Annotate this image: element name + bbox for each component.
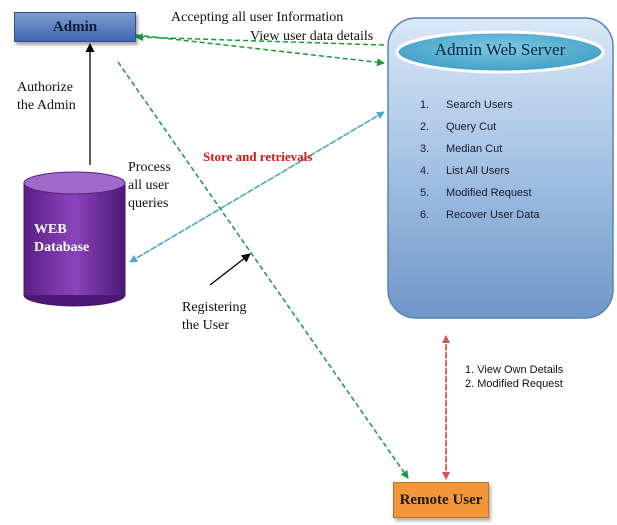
server-function-item: 6.Recover User Data [420, 209, 540, 221]
admin-node: Admin [14, 12, 136, 42]
edge-label-registering-line2: the User [182, 318, 230, 333]
server-function-item: 4.List All Users [420, 165, 510, 177]
edge-admin-to-remote [117, 61, 409, 479]
server-title: Admin Web Server [434, 40, 566, 59]
remote-user-node: Remote User [393, 482, 489, 518]
server-function-list: 1.Search Users 2.Query Cut 3.Median Cut … [420, 98, 540, 230]
database-label-line2: Database [34, 240, 90, 255]
edge-label-process-line1: Process [128, 160, 171, 175]
admin-label: Admin [52, 18, 98, 35]
remote-user-label: Remote User [399, 491, 483, 508]
database-cylinder [23, 171, 126, 307]
server-function-item: 5.Modified Request [420, 187, 532, 199]
edge-store-retrieval-back [129, 111, 385, 263]
edge-label-accepting: Accepting all user Information [171, 10, 344, 25]
server-body [387, 17, 614, 319]
remote-action-item: 1. View Own Details [465, 364, 564, 376]
remote-action-item: 2. Modified Request [465, 378, 563, 390]
edge-label-store-retrievals: Store and retrievals [203, 149, 313, 164]
server-function-item: 1.Search Users [420, 99, 513, 111]
edge-label-process-line3: queries [128, 196, 169, 211]
server-function-item: 3.Median Cut [420, 143, 503, 155]
edge-label-process-line2: all user [128, 178, 169, 193]
server-function-item: 2.Query Cut [420, 121, 497, 133]
edge-label-authorize-line1: Authorize [17, 80, 73, 95]
database-label-line1: WEB [34, 222, 67, 237]
remote-action-list: 1. View Own Details 2. Modified Request [465, 364, 563, 392]
edge-label-view-details: View user data details [250, 29, 374, 44]
server-header-ellipse [395, 30, 605, 74]
edge-label-registering-line1: Registering [182, 300, 247, 315]
edge-server-to-admin [135, 33, 385, 46]
edge-label-authorize-line2: the Admin [17, 98, 76, 113]
edge-admin-to-server [135, 34, 385, 67]
edge-registering-pointer [209, 253, 251, 286]
